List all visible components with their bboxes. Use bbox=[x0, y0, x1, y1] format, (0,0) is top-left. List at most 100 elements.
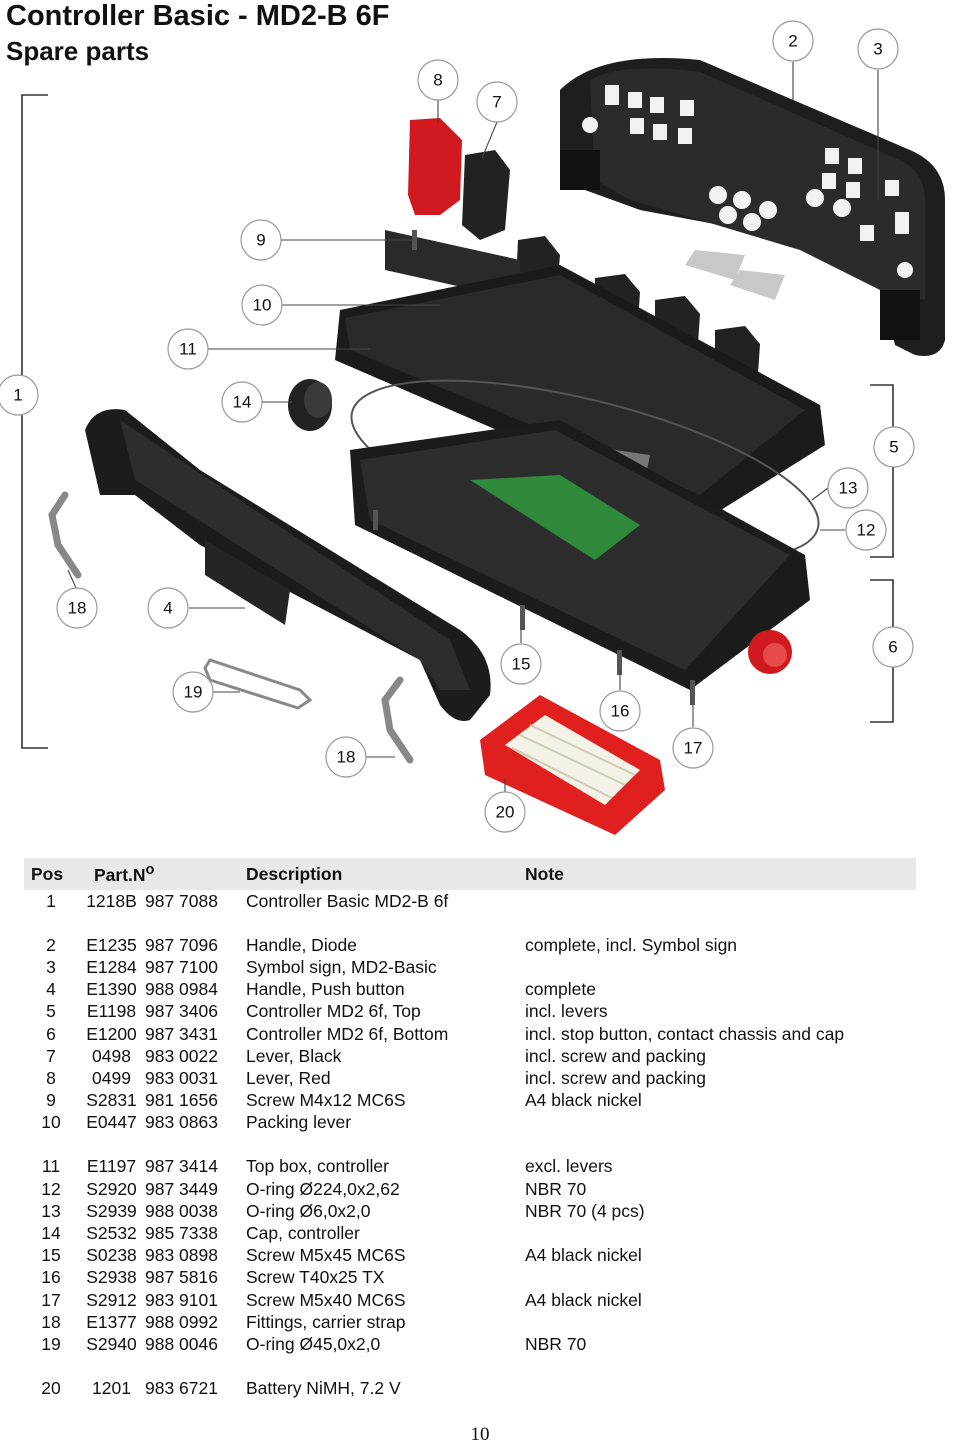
cell-description: O-ring Ø6,0x2,0 bbox=[246, 1200, 371, 1221]
cell-note: NBR 70 bbox=[525, 1333, 587, 1354]
cell-pos: 4 bbox=[46, 979, 56, 1000]
cell-article-no: 985 7338 bbox=[145, 1223, 218, 1244]
cell-note: A4 black nickel bbox=[525, 1289, 642, 1310]
cell-article-no: 988 0038 bbox=[145, 1200, 218, 1221]
cell-pos: 19 bbox=[41, 1333, 61, 1354]
symbol-sign-handle bbox=[560, 58, 945, 356]
svg-text:2: 2 bbox=[788, 32, 797, 51]
table-header-row: Pos Part.No Description Note bbox=[24, 858, 916, 890]
cell-article-no: 987 3406 bbox=[145, 1001, 218, 1022]
svg-text:8: 8 bbox=[433, 71, 442, 90]
cell-note bbox=[525, 1222, 916, 1244]
cell-description: O-ring Ø224,0x2,62 bbox=[246, 1178, 400, 1199]
callout-9: 9 bbox=[240, 219, 282, 261]
cell-article-no: 988 0992 bbox=[145, 1311, 218, 1332]
cell-part-no: E1200 bbox=[86, 1023, 137, 1044]
cell-note bbox=[525, 1112, 916, 1134]
cell-note bbox=[525, 1311, 916, 1333]
svg-text:7: 7 bbox=[492, 93, 501, 112]
callout-10: 10 bbox=[241, 284, 283, 326]
cell-note: complete, incl. Symbol sign bbox=[525, 934, 738, 955]
cell-pos: 18 bbox=[41, 1311, 61, 1332]
svg-text:6: 6 bbox=[888, 638, 897, 657]
cell-description: Controller MD2 6f, Bottom bbox=[246, 1023, 449, 1044]
callout-12: 12 bbox=[845, 509, 887, 551]
callout-1: 1 bbox=[0, 374, 39, 416]
cell-note bbox=[525, 890, 916, 912]
cell-description: Handle, Push button bbox=[246, 979, 405, 1000]
svg-text:5: 5 bbox=[889, 438, 898, 457]
cell-pos: 12 bbox=[41, 1178, 61, 1199]
cell-pos: 16 bbox=[41, 1267, 61, 1288]
cell-article-no: 987 3431 bbox=[145, 1023, 218, 1044]
cell-article-no: 988 0984 bbox=[145, 979, 218, 1000]
callout-5: 5 bbox=[873, 426, 915, 468]
cell-note bbox=[525, 1267, 916, 1289]
callout-18-right: 18 bbox=[325, 736, 367, 778]
cell-part-no: E1377 bbox=[86, 1311, 137, 1332]
cell-article-no: 983 0022 bbox=[145, 1045, 218, 1066]
callout-19: 19 bbox=[172, 671, 214, 713]
page-number: 10 bbox=[470, 1424, 490, 1445]
cell-article-no: 987 7100 bbox=[145, 956, 218, 977]
svg-text:10: 10 bbox=[253, 296, 272, 315]
cell-description: Packing lever bbox=[246, 1112, 352, 1133]
svg-text:18: 18 bbox=[337, 748, 356, 767]
battery-pack bbox=[480, 695, 665, 835]
cell-part-no: S2920 bbox=[86, 1178, 137, 1199]
cell-part-no: 1218B bbox=[86, 890, 137, 911]
cell-pos: 11 bbox=[41, 1156, 61, 1177]
page-subtitle: Spare parts bbox=[6, 36, 150, 66]
cell-pos: 15 bbox=[41, 1245, 61, 1266]
cell-description: Screw M5x45 MC6S bbox=[246, 1245, 406, 1266]
cell-note bbox=[525, 1378, 916, 1400]
svg-text:18: 18 bbox=[68, 599, 87, 618]
svg-text:19: 19 bbox=[184, 683, 203, 702]
cell-article-no: 987 5816 bbox=[145, 1267, 218, 1288]
controller-cap bbox=[288, 379, 332, 431]
cell-part-no: E1390 bbox=[86, 979, 137, 1000]
cell-pos: 9 bbox=[46, 1090, 56, 1111]
callout-11: 11 bbox=[167, 328, 209, 370]
svg-text:11: 11 bbox=[179, 340, 197, 359]
cell-article-no: 987 7088 bbox=[145, 890, 218, 911]
cell-part-no: S2831 bbox=[86, 1090, 137, 1111]
svg-text:16: 16 bbox=[611, 702, 630, 721]
cell-pos: 7 bbox=[46, 1045, 56, 1066]
cell-description: Battery NiMH, 7.2 V bbox=[246, 1378, 401, 1399]
cell-description: O-ring Ø45,0x2,0 bbox=[246, 1333, 381, 1354]
cell-note: excl. levers bbox=[525, 1156, 613, 1177]
cell-pos: 3 bbox=[46, 956, 56, 977]
cell-note: incl. stop button, contact chassis and c… bbox=[525, 1023, 845, 1044]
cell-part-no: E0447 bbox=[86, 1112, 137, 1133]
cell-description: Controller Basic MD2-B 6f bbox=[246, 890, 449, 911]
cell-note: NBR 70 bbox=[525, 1178, 587, 1199]
callout-3: 3 bbox=[857, 28, 899, 70]
cell-pos: 14 bbox=[41, 1223, 61, 1244]
cell-note: incl. screw and packing bbox=[525, 1067, 706, 1088]
callout-6: 6 bbox=[872, 626, 914, 668]
callout-8: 8 bbox=[417, 59, 459, 101]
cell-pos: 17 bbox=[41, 1289, 61, 1310]
cell-part-no: 1201 bbox=[92, 1378, 131, 1399]
callout-15: 15 bbox=[500, 643, 542, 685]
cell-article-no: 983 0898 bbox=[145, 1245, 218, 1266]
callout-16: 16 bbox=[599, 690, 641, 732]
cell-article-no: 987 3449 bbox=[145, 1178, 218, 1199]
push-button-handle bbox=[85, 409, 491, 721]
cell-part-no: S2939 bbox=[86, 1200, 137, 1221]
cell-description: Handle, Diode bbox=[246, 934, 357, 955]
cell-part-no: E1284 bbox=[86, 956, 137, 977]
table-row: 12 S2920 987 3449 O-ring Ø224,0x2,62 NBR 70 bbox=[24, 1178, 916, 1200]
